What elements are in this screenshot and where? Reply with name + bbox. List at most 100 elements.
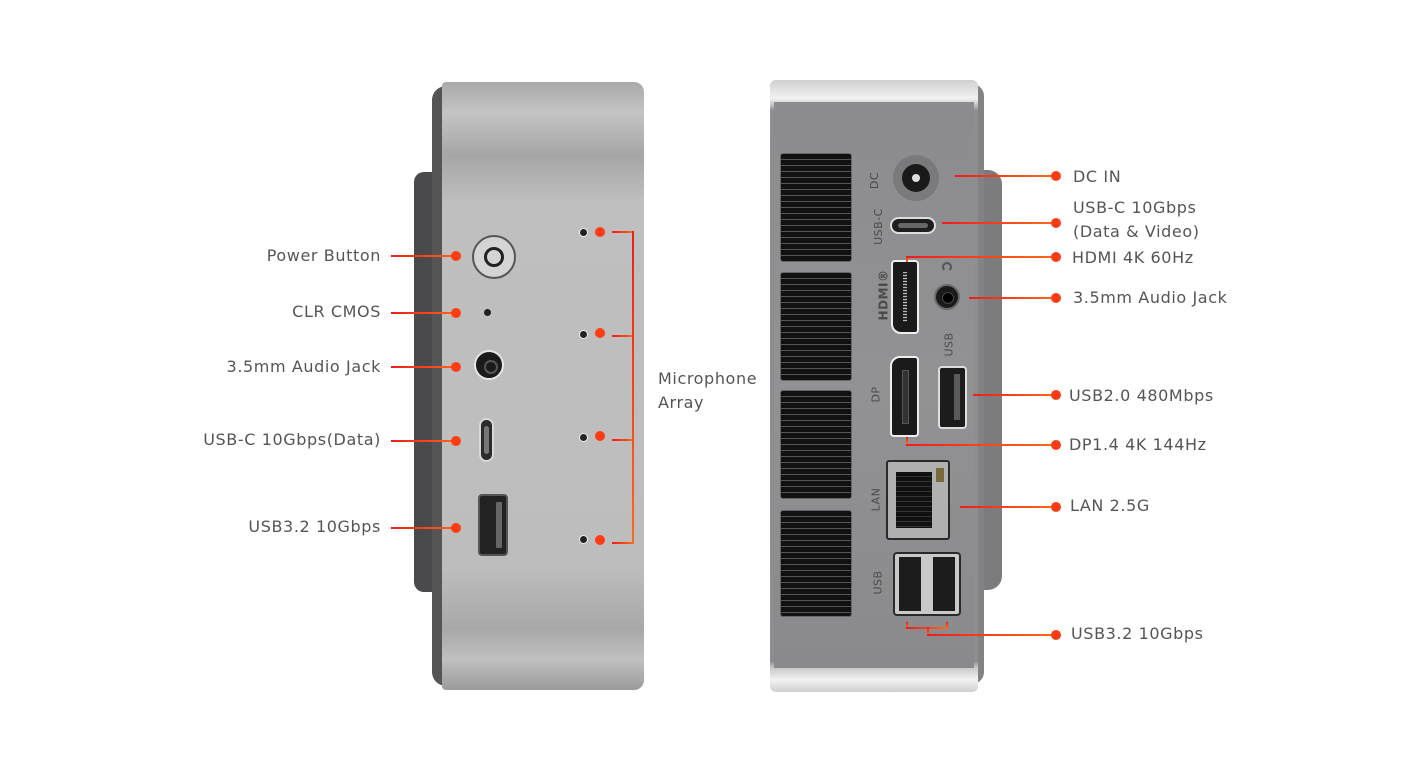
audio-jack-icon <box>484 360 498 374</box>
port-marking-lan: LAN <box>869 487 883 512</box>
front-face <box>442 82 644 690</box>
rear-callout-label: DP1.4 4K 144Hz <box>1069 435 1207 454</box>
callout-dot <box>1051 440 1061 450</box>
callout-dot <box>451 523 461 533</box>
power-button-icon <box>484 247 504 267</box>
rear-usb-c-port[interactable] <box>890 217 936 234</box>
rear-callout-label: HDMI 4K 60Hz <box>1072 248 1194 267</box>
bracket-line <box>612 231 634 233</box>
rear-callout-label: LAN 2.5G <box>1070 496 1150 515</box>
front-usb-c-port[interactable] <box>479 418 494 462</box>
front-callout-label: Power Button <box>266 246 381 265</box>
bracket-vertical <box>632 231 634 544</box>
usb-c-port-icon <box>484 426 489 454</box>
rear-callout-label: USB3.2 10Gbps <box>1071 624 1204 643</box>
dual-usb-a-port-icon <box>899 557 921 611</box>
callout-dot <box>451 308 461 318</box>
port-marking-usb-bottom: USB <box>871 570 885 595</box>
mic-hole <box>579 535 588 544</box>
front-device <box>414 82 644 690</box>
vent-grille <box>780 390 852 499</box>
bracket-line <box>946 622 948 628</box>
callout-dot <box>1051 218 1061 228</box>
dc-in-port[interactable] <box>893 155 939 201</box>
usb-a-port-icon <box>954 374 960 420</box>
callout-dot <box>1051 252 1061 262</box>
callout-line <box>391 255 457 257</box>
callout-dot <box>1051 502 1061 512</box>
callout-line <box>391 527 457 529</box>
rear-callout-label: USB-C 10Gbps <box>1073 198 1197 217</box>
audio-jack-icon <box>942 292 954 304</box>
front-callout-label: USB-C 10Gbps(Data) <box>203 430 381 449</box>
rear-callout-label: DC IN <box>1073 167 1122 186</box>
bracket-line <box>612 439 634 441</box>
usb-a-port-icon <box>496 502 502 548</box>
headphone-symbol-icon <box>942 262 952 272</box>
callout-line <box>906 256 1055 258</box>
rear-callout-label: USB2.0 480Mbps <box>1069 386 1214 405</box>
lan-port[interactable] <box>886 460 950 540</box>
callout-line <box>906 256 908 262</box>
ethernet-port-icon <box>896 472 932 528</box>
mic-hole <box>579 330 588 339</box>
rear-usb3-ports[interactable] <box>893 552 961 616</box>
callout-line <box>960 506 1055 508</box>
callout-line <box>391 312 457 314</box>
mic-hole <box>579 228 588 237</box>
callout-line <box>942 222 1055 224</box>
usb-c-port-icon <box>898 223 928 228</box>
callout-dot <box>595 535 605 545</box>
dc-pin <box>912 174 920 182</box>
port-marking-hdmi: HDMI® <box>876 269 891 321</box>
callout-dot <box>595 431 605 441</box>
callout-dot <box>1051 171 1061 181</box>
rear-usb2-port[interactable] <box>938 366 967 429</box>
callout-dot <box>1051 390 1061 400</box>
callout-line <box>391 440 457 442</box>
microphone-label-line1: Microphone <box>658 369 758 388</box>
rear-audio-jack[interactable] <box>934 284 960 310</box>
callout-line <box>955 175 1055 177</box>
callout-line <box>906 437 908 444</box>
vent-grille <box>780 510 852 617</box>
callout-dot <box>451 251 461 261</box>
callout-dot <box>1051 293 1061 303</box>
bracket-line <box>906 622 908 628</box>
callout-dot <box>1051 630 1061 640</box>
power-button[interactable] <box>472 235 516 279</box>
front-audio-jack[interactable] <box>474 350 504 380</box>
callout-dot <box>451 436 461 446</box>
hdmi-port-icon <box>903 272 907 322</box>
mic-hole <box>579 433 588 442</box>
front-usb-a-port[interactable] <box>478 494 508 556</box>
dc-jack-icon <box>902 164 930 192</box>
vent-grille <box>780 153 852 262</box>
front-callout-label: USB3.2 10Gbps <box>248 517 381 536</box>
bracket-line <box>612 542 634 544</box>
callout-line <box>906 444 1055 446</box>
front-callout-label: CLR CMOS <box>292 302 381 321</box>
callout-dot <box>595 227 605 237</box>
port-marking-usbc: USB-C <box>871 208 885 245</box>
port-marking-usb: USB <box>942 332 956 357</box>
usb-a-port-icon <box>933 557 955 611</box>
front-callout-label: 3.5mm Audio Jack <box>226 357 381 376</box>
rear-callout-label: 3.5mm Audio Jack <box>1073 288 1228 307</box>
callout-line <box>969 297 1055 299</box>
clr-cmos-pinhole[interactable] <box>484 309 491 316</box>
displayport-icon <box>902 370 909 424</box>
bracket-line <box>612 335 634 337</box>
displayport-port[interactable] <box>890 356 919 437</box>
bracket-line <box>927 627 929 635</box>
microphone-label-line2: Array <box>658 393 705 412</box>
port-marking-dp: DP <box>869 386 883 403</box>
callout-line <box>973 394 1055 396</box>
callout-dot <box>451 362 461 372</box>
callout-line <box>927 634 1055 636</box>
hdmi-port[interactable] <box>891 260 919 334</box>
callout-line <box>391 366 457 368</box>
port-marking-dc: DC <box>868 171 882 190</box>
lan-led-icon <box>936 468 944 482</box>
vent-grille <box>780 272 852 381</box>
